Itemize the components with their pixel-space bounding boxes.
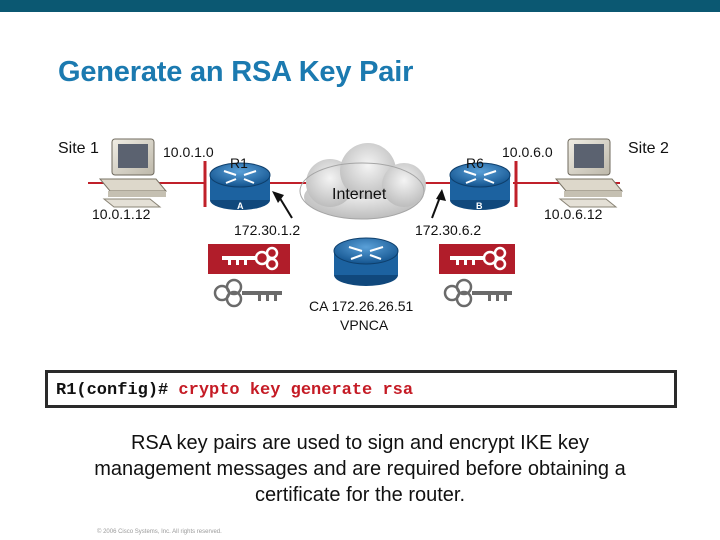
router-r1-icon [209, 162, 271, 210]
internet-label: Internet [332, 186, 387, 203]
command-box: R1(config)# crypto key generate rsa [45, 370, 677, 408]
site1-host-ip-label: 10.0.1.12 [92, 206, 151, 222]
router-r1-badge: A [237, 201, 244, 211]
arrow-to-r6-icon [431, 189, 446, 219]
router-r1-wan-ip: 172.30.1.2 [234, 222, 300, 238]
site1-network-label: 10.0.1.0 [163, 144, 214, 160]
r1-red-key-icon [208, 244, 290, 274]
site2-network-label: 10.0.6.0 [502, 144, 553, 160]
network-diagram: Site 1 10.0.1.0 10.0.1.12 R1 A 172.30.1.… [58, 138, 669, 333]
r6-red-key-icon [439, 244, 515, 274]
router-r6-icon [449, 162, 511, 210]
internet-cloud-icon [299, 143, 426, 220]
ca-name-label: VPNCA [340, 317, 389, 333]
description-line-2: management messages and are required bef… [94, 458, 626, 480]
site1-label: Site 1 [58, 140, 99, 157]
slide-title: Generate an RSA Key Pair [58, 56, 414, 88]
router-r6-badge: B [476, 201, 483, 211]
site1-pc-icon [98, 138, 168, 208]
description-text: RSA key pairs are used to sign and encry… [20, 430, 700, 508]
site2-host-ip-label: 10.0.6.12 [544, 206, 603, 222]
copyright-footer: © 2006 Cisco Systems, Inc. All rights re… [97, 529, 222, 535]
description-line-3: certificate for the router. [254, 484, 466, 506]
ca-address-label: CA 172.26.26.51 [309, 298, 414, 314]
router-r6-name: R6 [466, 155, 484, 171]
arrow-to-r1-icon [272, 191, 293, 219]
top-banner [0, 0, 720, 12]
command-line: R1(config)# crypto key generate rsa [56, 381, 413, 400]
command-text: crypto key generate rsa [178, 381, 414, 400]
site2-pc-icon [554, 138, 624, 208]
ca-router-icon [333, 237, 399, 286]
router-r1-name: R1 [230, 155, 248, 171]
router-r6-wan-ip: 172.30.6.2 [415, 222, 481, 238]
description-line-1: RSA key pairs are used to sign and encry… [130, 432, 590, 454]
site2-label: Site 2 [628, 140, 669, 157]
r1-white-key-icon [213, 278, 282, 308]
r6-white-key-icon [443, 278, 512, 308]
command-prompt: R1(config)# [56, 381, 169, 400]
